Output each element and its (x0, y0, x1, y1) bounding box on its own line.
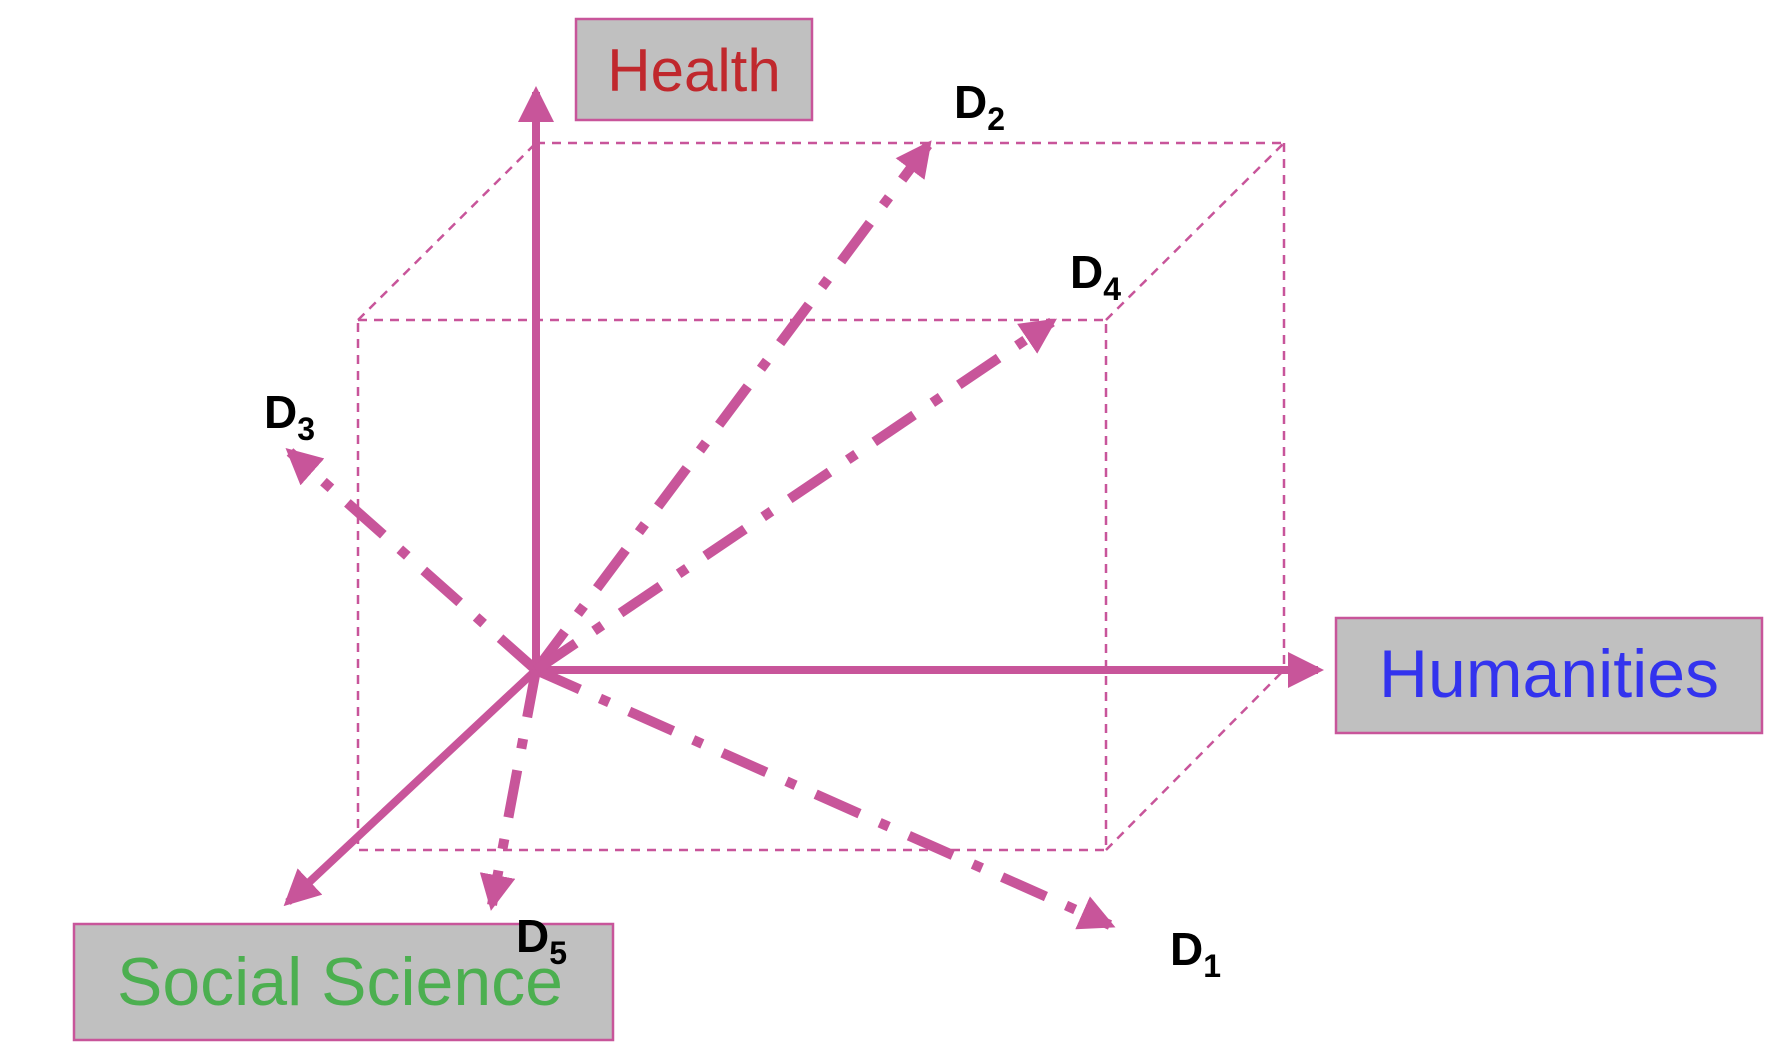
humanities-label-box (1334, 616, 1764, 735)
social-science-label-text: Social Science (117, 944, 563, 1020)
d5-label: D5 (516, 910, 567, 971)
d5-vector (479, 669, 541, 911)
document-vectors (285, 140, 1116, 930)
d4-vector (533, 317, 1057, 675)
health-axis-label: Health (574, 17, 814, 122)
social-science-label-box (72, 922, 615, 1042)
health-label-box (574, 17, 814, 122)
cube-bottom-right-diagonal (1105, 669, 1285, 851)
d2-vector (531, 140, 933, 673)
d1-label: D1 (1170, 923, 1221, 984)
d3-vector (285, 448, 540, 674)
humanities-label-text: Humanities (1379, 636, 1719, 712)
cube-top-right-diagonal (1105, 142, 1285, 321)
coordinate-axes (283, 86, 1324, 907)
humanities-axis-label: Humanities (1334, 616, 1764, 735)
d4-label: D4 (1070, 246, 1121, 307)
cube-wireframe (356, 141, 1286, 852)
health-label-text: Health (607, 37, 780, 104)
social-science-axis (283, 667, 539, 907)
d3-label: D3 (264, 386, 315, 447)
social-science-axis-label: Social Science (72, 922, 615, 1042)
cube-front-face (356, 318, 1108, 852)
d2-label: D2 (954, 76, 1005, 137)
cube-top-left-diagonal (357, 142, 537, 321)
d1-vector (533, 665, 1116, 930)
